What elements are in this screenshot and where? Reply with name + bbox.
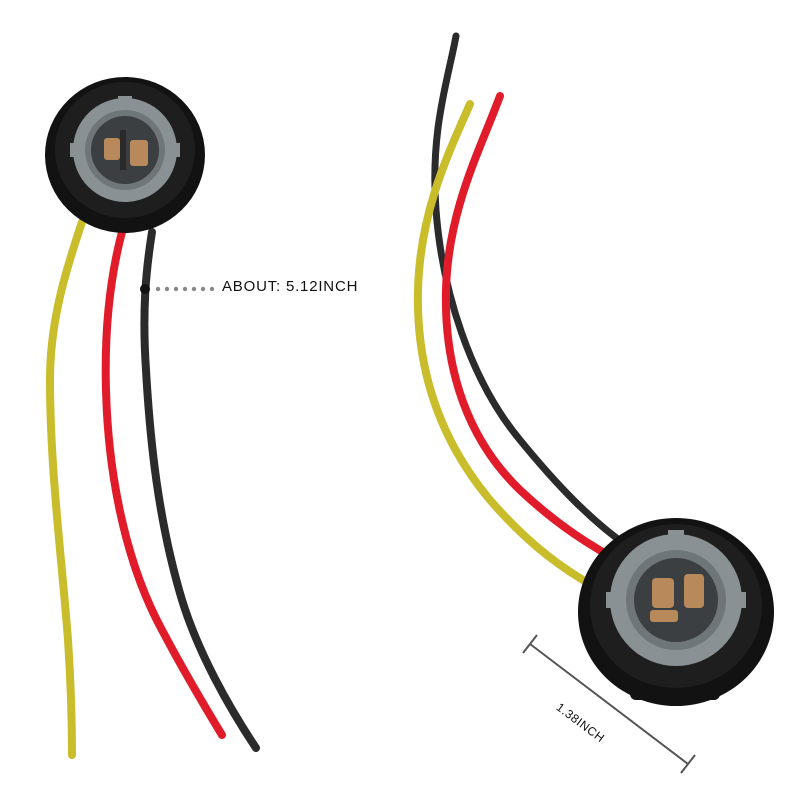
- diameter-dimension: [522, 634, 696, 774]
- left-yellow-wire: [45, 218, 86, 759]
- diameter-line: [529, 643, 689, 765]
- left-wires: [45, 218, 260, 759]
- length-label: ABOUT: 5.12INCH: [222, 278, 359, 295]
- length-marker-dot: [209, 286, 215, 292]
- left-socket-tab-left: [70, 143, 84, 157]
- right-socket-contact-2: [684, 574, 704, 608]
- right-socket-tab-top: [668, 530, 684, 546]
- length-marker: [140, 284, 215, 294]
- left-socket-tab-right: [166, 143, 180, 157]
- length-marker-dot: [191, 286, 197, 292]
- diameter-tick-start: [522, 634, 538, 654]
- left-socket-divider: [120, 130, 126, 170]
- right-socket-cavity: [634, 558, 718, 642]
- right-socket-tab-left: [606, 592, 622, 608]
- left-socket-assembly: [45, 77, 260, 759]
- length-marker-dot: [164, 286, 170, 292]
- length-marker-dot: [173, 286, 179, 292]
- left-socket-tab-top: [118, 96, 132, 110]
- left-socket: [45, 77, 205, 233]
- length-marker-dot: [182, 286, 188, 292]
- right-socket-contact-3: [650, 610, 678, 622]
- left-socket-contact-2: [130, 140, 148, 166]
- length-marker-dot: [200, 286, 206, 292]
- right-red-wire: [441, 92, 632, 570]
- left-black-wire: [140, 228, 260, 752]
- right-yellow-wire: [413, 100, 604, 594]
- left-socket-contact-1: [104, 138, 120, 160]
- length-marker-dot: [155, 286, 161, 292]
- left-red-wire: [101, 228, 226, 739]
- right-wires: [413, 32, 634, 594]
- length-marker-anchor: [140, 284, 150, 294]
- right-socket-assembly: [413, 32, 774, 706]
- diameter-tick-end: [680, 754, 696, 774]
- right-black-wire: [431, 32, 634, 552]
- right-socket-contact-1: [652, 578, 674, 608]
- right-socket-tab-right: [730, 592, 746, 608]
- right-socket: [578, 518, 774, 706]
